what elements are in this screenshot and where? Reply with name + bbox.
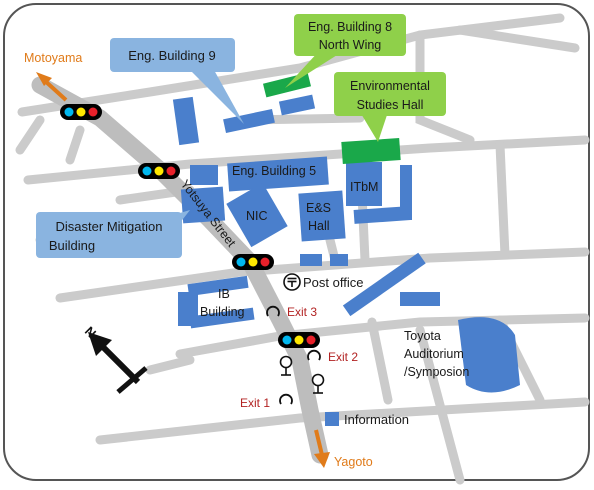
eng8-callout bbox=[294, 14, 406, 56]
eng5-wing bbox=[190, 165, 218, 185]
traffic-light-icon bbox=[278, 332, 320, 348]
exit2-icon bbox=[307, 349, 321, 361]
north-arrow-icon bbox=[88, 332, 148, 394]
information-legend-label: Information bbox=[344, 412, 409, 427]
ib-label-line2: Building bbox=[200, 305, 245, 319]
ib-label-line1: IB bbox=[218, 287, 230, 301]
env-label-line2: Studies Hall bbox=[357, 98, 424, 112]
ib-block-c bbox=[187, 275, 249, 297]
env-callout bbox=[334, 72, 446, 116]
exit1-label: Exit 1 bbox=[240, 396, 270, 410]
yagoto-arrow-icon bbox=[314, 452, 330, 468]
eng8-label-line2: North Wing bbox=[319, 38, 382, 52]
env-studies-block bbox=[341, 138, 401, 164]
eng9-callout bbox=[110, 38, 235, 72]
toyota-label-line1: Toyota bbox=[404, 329, 441, 343]
eng9-block-c bbox=[278, 94, 316, 116]
eng8-tail bbox=[285, 50, 345, 88]
eng9-label: Eng. Building 9 bbox=[128, 48, 215, 63]
traffic-lights bbox=[60, 104, 320, 348]
es-label-line1: E&S bbox=[306, 201, 331, 215]
exit3-icon bbox=[266, 305, 280, 317]
motoyama-label: Motoyama bbox=[24, 51, 82, 65]
yagoto-label: Yagoto bbox=[334, 455, 373, 469]
buildings bbox=[172, 94, 520, 426]
eng5-label: Eng. Building 5 bbox=[232, 164, 316, 178]
nic-label: NIC bbox=[246, 209, 268, 223]
bus-stop-icon bbox=[311, 373, 325, 394]
env-tail bbox=[360, 112, 388, 142]
itbm-block-a bbox=[346, 162, 382, 206]
traffic-light-icon bbox=[60, 104, 102, 120]
eng9-tail bbox=[190, 70, 244, 124]
env-label-line1: Environmental bbox=[350, 79, 430, 93]
map-frame bbox=[3, 3, 590, 481]
eng9-block-b bbox=[223, 108, 275, 134]
itbm-block-b bbox=[353, 206, 411, 224]
traffic-light-icon bbox=[232, 254, 274, 270]
post-block-a bbox=[300, 254, 322, 266]
east-block bbox=[400, 292, 440, 306]
direction-arrows bbox=[36, 72, 330, 468]
exit1-icon bbox=[279, 393, 293, 405]
es-label-line2: Hall bbox=[308, 219, 330, 233]
disaster-label-line2: Building bbox=[49, 238, 95, 253]
bus-stop-icon bbox=[279, 355, 293, 376]
toyota-label-line3: /Symposion bbox=[404, 365, 469, 379]
itbm-label: ITbM bbox=[350, 180, 378, 194]
disaster-block bbox=[180, 186, 226, 224]
nic-block bbox=[226, 182, 288, 248]
post-diag-block bbox=[342, 252, 426, 317]
exit2-label: Exit 2 bbox=[328, 350, 358, 364]
info-legend-swatch bbox=[325, 412, 339, 426]
post-office-label: Post office bbox=[303, 275, 363, 290]
traffic-light-icon bbox=[138, 163, 180, 179]
post-office-icon bbox=[283, 273, 301, 291]
disaster-label-line1: Disaster Mitigation bbox=[56, 219, 163, 234]
eng9-block-a bbox=[172, 96, 200, 146]
toyota-label-line2: Auditorium bbox=[404, 347, 464, 361]
toyota-auditorium-block bbox=[458, 317, 520, 393]
exit3-label: Exit 3 bbox=[287, 305, 317, 319]
motoyama-arrow-icon bbox=[36, 72, 52, 86]
disaster-callout bbox=[36, 212, 182, 258]
post-block-b bbox=[330, 254, 348, 266]
itbm-block-c bbox=[400, 165, 412, 220]
es-hall-block bbox=[298, 190, 346, 242]
eng5-block bbox=[227, 156, 329, 192]
eng8-label-line1: Eng. Building 8 bbox=[308, 20, 392, 34]
ib-block-b bbox=[189, 307, 255, 329]
